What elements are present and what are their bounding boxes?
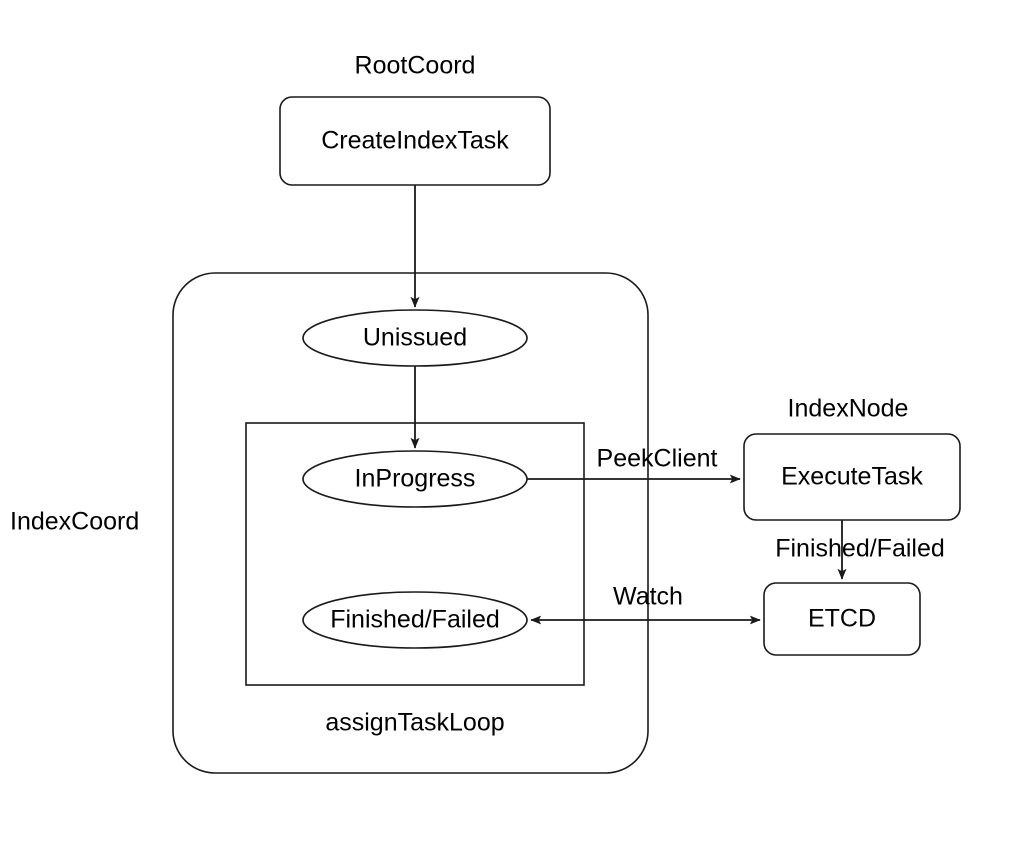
group-label-assigntaskloop: assignTaskLoop — [325, 709, 504, 737]
node-etcd[interactable] — [763, 582, 921, 656]
group-label-rootcoord: RootCoord — [355, 52, 476, 80]
node-label-finished-failed: Finished/Failed — [330, 606, 500, 634]
node-finished-failed[interactable] — [302, 591, 528, 649]
node-label-inprogress: InProgress — [355, 465, 476, 493]
group-label-indexnode: IndexNode — [788, 395, 909, 423]
group-label-indexcoord: IndexCoord — [10, 508, 139, 536]
group-container-indexcoord — [172, 272, 649, 774]
edge-label-finished-failed: Finished/Failed — [775, 535, 945, 563]
node-label-create-index-task: CreateIndexTask — [321, 127, 509, 155]
edge-label-peekclient: PeekClient — [597, 445, 718, 473]
node-label-unissued: Unissued — [363, 324, 467, 352]
node-label-etcd: ETCD — [808, 605, 876, 633]
node-execute-task[interactable] — [743, 433, 961, 521]
node-label-execute-task: ExecuteTask — [781, 463, 923, 491]
edge-label-watch: Watch — [613, 583, 683, 611]
